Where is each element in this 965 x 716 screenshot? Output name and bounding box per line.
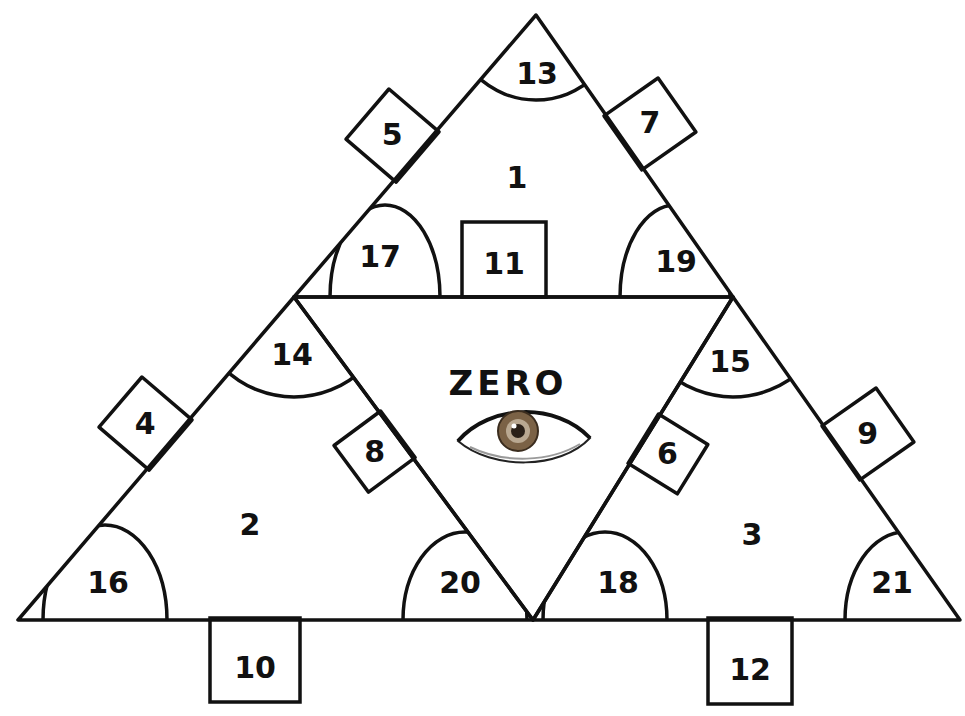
- square-outline: [708, 618, 792, 704]
- triangle-outline: [294, 297, 733, 620]
- square-outline: [210, 618, 300, 702]
- angle-arc: 20: [403, 532, 527, 620]
- arc-outline: [43, 525, 167, 715]
- angle-arc: 19: [620, 205, 730, 297]
- region-number: 19: [655, 247, 697, 277]
- region-number: 6: [657, 439, 678, 469]
- region-number: 16: [87, 568, 129, 598]
- arc-outline: [451, 0, 621, 100]
- arc-outline: [845, 532, 965, 708]
- region-number: 2: [240, 510, 261, 540]
- number-square: 10: [210, 618, 300, 702]
- angle-arc: 17: [330, 205, 440, 297]
- square-outline: [604, 78, 696, 170]
- number-square: 11: [462, 222, 546, 297]
- angle-arc: 13: [451, 15, 621, 100]
- square-outline: [346, 89, 439, 182]
- region-number: 18: [597, 568, 639, 598]
- region-number: 8: [364, 437, 385, 467]
- square-outline: [628, 414, 708, 494]
- eye-iris: [498, 411, 538, 451]
- region-title: ZERO: [449, 366, 568, 400]
- angle-arc: 16: [43, 525, 167, 620]
- triangle-outline: [294, 15, 733, 297]
- eye-iris-ring: [506, 419, 530, 443]
- square-outline: [99, 377, 192, 470]
- angle-arc: 21: [845, 532, 960, 620]
- angle-arc: 14: [194, 297, 394, 397]
- square-outline: [334, 411, 415, 492]
- number-square: 6: [628, 414, 708, 494]
- angle-arc: 18: [543, 532, 667, 620]
- region-number: 3: [742, 520, 763, 550]
- region-number: 1: [507, 163, 528, 193]
- angle-arc: 15: [633, 297, 833, 397]
- region-number: 14: [271, 340, 313, 370]
- number-square: 9: [822, 388, 914, 480]
- triangle-outline: [533, 297, 960, 620]
- region-number: 21: [871, 568, 913, 598]
- number-square: 5: [346, 89, 439, 182]
- triangle-region: 15 6 18 21 3: [533, 297, 960, 620]
- region-number: 15: [709, 347, 751, 377]
- region-number: 7: [639, 108, 660, 138]
- region-number: 9: [857, 419, 878, 449]
- region-number: 13: [516, 59, 558, 89]
- number-square: 8: [334, 411, 415, 492]
- arc-outline: [633, 197, 833, 397]
- region-number: 11: [483, 249, 525, 279]
- arc-outline: [403, 532, 527, 708]
- region-number: 12: [729, 655, 771, 685]
- eye-highlight: [512, 424, 517, 429]
- region-number: 17: [359, 242, 401, 272]
- triangle-region: 14 8 16 20 2: [18, 297, 533, 620]
- region-number: 4: [135, 409, 156, 439]
- eye-pupil: [511, 424, 525, 438]
- triangle-region: 13 17 11 19 1: [294, 15, 733, 297]
- number-square: 7: [604, 78, 696, 170]
- region-number: 10: [234, 653, 276, 683]
- number-square: 12: [708, 618, 792, 704]
- region-number: 20: [439, 568, 481, 598]
- triangle-outline: [18, 297, 533, 620]
- square-outline: [462, 222, 546, 297]
- number-square: 4: [99, 377, 192, 470]
- square-outline: [822, 388, 914, 480]
- arc-outline: [543, 532, 667, 708]
- region-number: 5: [382, 120, 403, 150]
